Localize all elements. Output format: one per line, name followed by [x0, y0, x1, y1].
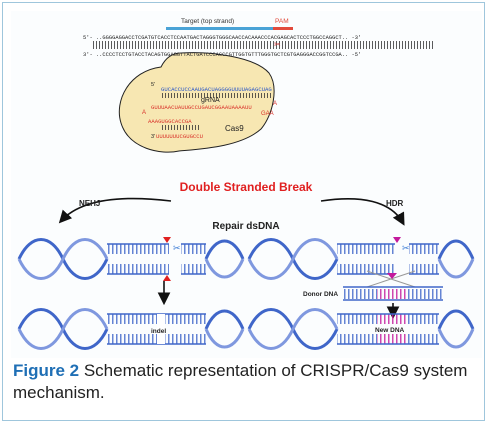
grna-pairing	[161, 93, 271, 98]
dna-base-pairs	[93, 41, 433, 49]
donor-dna: Donor DNA	[303, 286, 443, 301]
hdr-label: HDR	[386, 199, 404, 208]
dna-left-indel: indel	[17, 308, 245, 350]
crispr-diagram: Target (top strand) PAM Cas9 5'- ..GGGGA…	[17, 18, 475, 350]
caption-text: Schematic representation of CRISPR/Cas9 …	[13, 361, 468, 402]
donor-label: Donor DNA	[303, 291, 338, 298]
break-marker	[163, 237, 171, 243]
cas9-label: Cas9	[225, 124, 244, 133]
target-annotation: Target (top strand) PAM	[166, 18, 293, 30]
new-dna-label: New DNA	[375, 327, 405, 334]
target-bar	[166, 27, 273, 30]
figure-frame: Target (top strand) PAM Cas9 5'- ..GGGGA…	[2, 2, 485, 421]
scissors-icon: ✂	[402, 243, 410, 253]
break-marker	[163, 275, 171, 281]
figure-number: Figure 2	[13, 361, 80, 380]
pam-label: PAM	[275, 18, 289, 25]
grna-spacer-seq: GUCACCUCCAAUGACUAGGGGUUUUAGAGCUAG	[161, 86, 272, 93]
indel-label: indel	[151, 328, 166, 335]
nehj-label: NEHJ	[79, 199, 100, 208]
grna-stem-seq: AAAGUGGCACCGA	[148, 118, 192, 125]
hdr-arrow	[320, 198, 405, 226]
repair-label: Repair dsDNA	[212, 221, 279, 232]
dna-top-strand: 5'- ..GGGGAGGACCTCGATGTCACCTCCAATGACTAGG…	[83, 35, 361, 41]
grna-five-prime: 5'	[151, 82, 155, 88]
figure-panel: Target (top strand) PAM Cas9 5'- ..GGGGA…	[11, 11, 482, 358]
grna: 5' GUCACCUCCAAUGACUAGGGGUUUUAGAGCUAG gRN…	[142, 82, 277, 140]
grna-loop-base: A	[273, 101, 277, 107]
scissors-icon: ✂	[173, 243, 181, 253]
grna-gaaa: GAA	[261, 111, 274, 117]
pam-bar	[273, 27, 293, 30]
dna-right-break: ✂	[247, 237, 475, 288]
grna-stem-pairing	[161, 125, 199, 130]
grna-scaffold-seq: GUUUAACUAUUGCCUGAUCGGAAUAAAAUU	[151, 104, 252, 111]
grna-label: gRNA	[201, 97, 220, 104]
cas9-protein	[118, 52, 275, 153]
scissors-icon: ✂	[274, 40, 281, 49]
dna-right-new: New DNA	[247, 308, 475, 350]
grna-three-prime: 3'	[151, 134, 155, 140]
dsb-title: Double Stranded Break	[180, 180, 313, 194]
target-label: Target (top strand)	[181, 18, 234, 25]
grna-tail-seq: UUUUUUUCGUGCCU	[156, 133, 203, 140]
nehj-arrow	[58, 197, 172, 224]
figure-caption: Figure 2 Schematic representation of CRI…	[13, 360, 473, 404]
dna-left-break: ✂	[17, 237, 245, 281]
dna-bottom-strand: 3'- ..CCCCTCCTGTACCTACAGTGGAGGTTACTGATCC…	[83, 52, 361, 58]
grna-loop-base-left: A	[142, 110, 146, 116]
dna-sequence: 5'- ..GGGGAGGACCTCGATGTCACCTCCAATGACTAGG…	[83, 35, 433, 58]
